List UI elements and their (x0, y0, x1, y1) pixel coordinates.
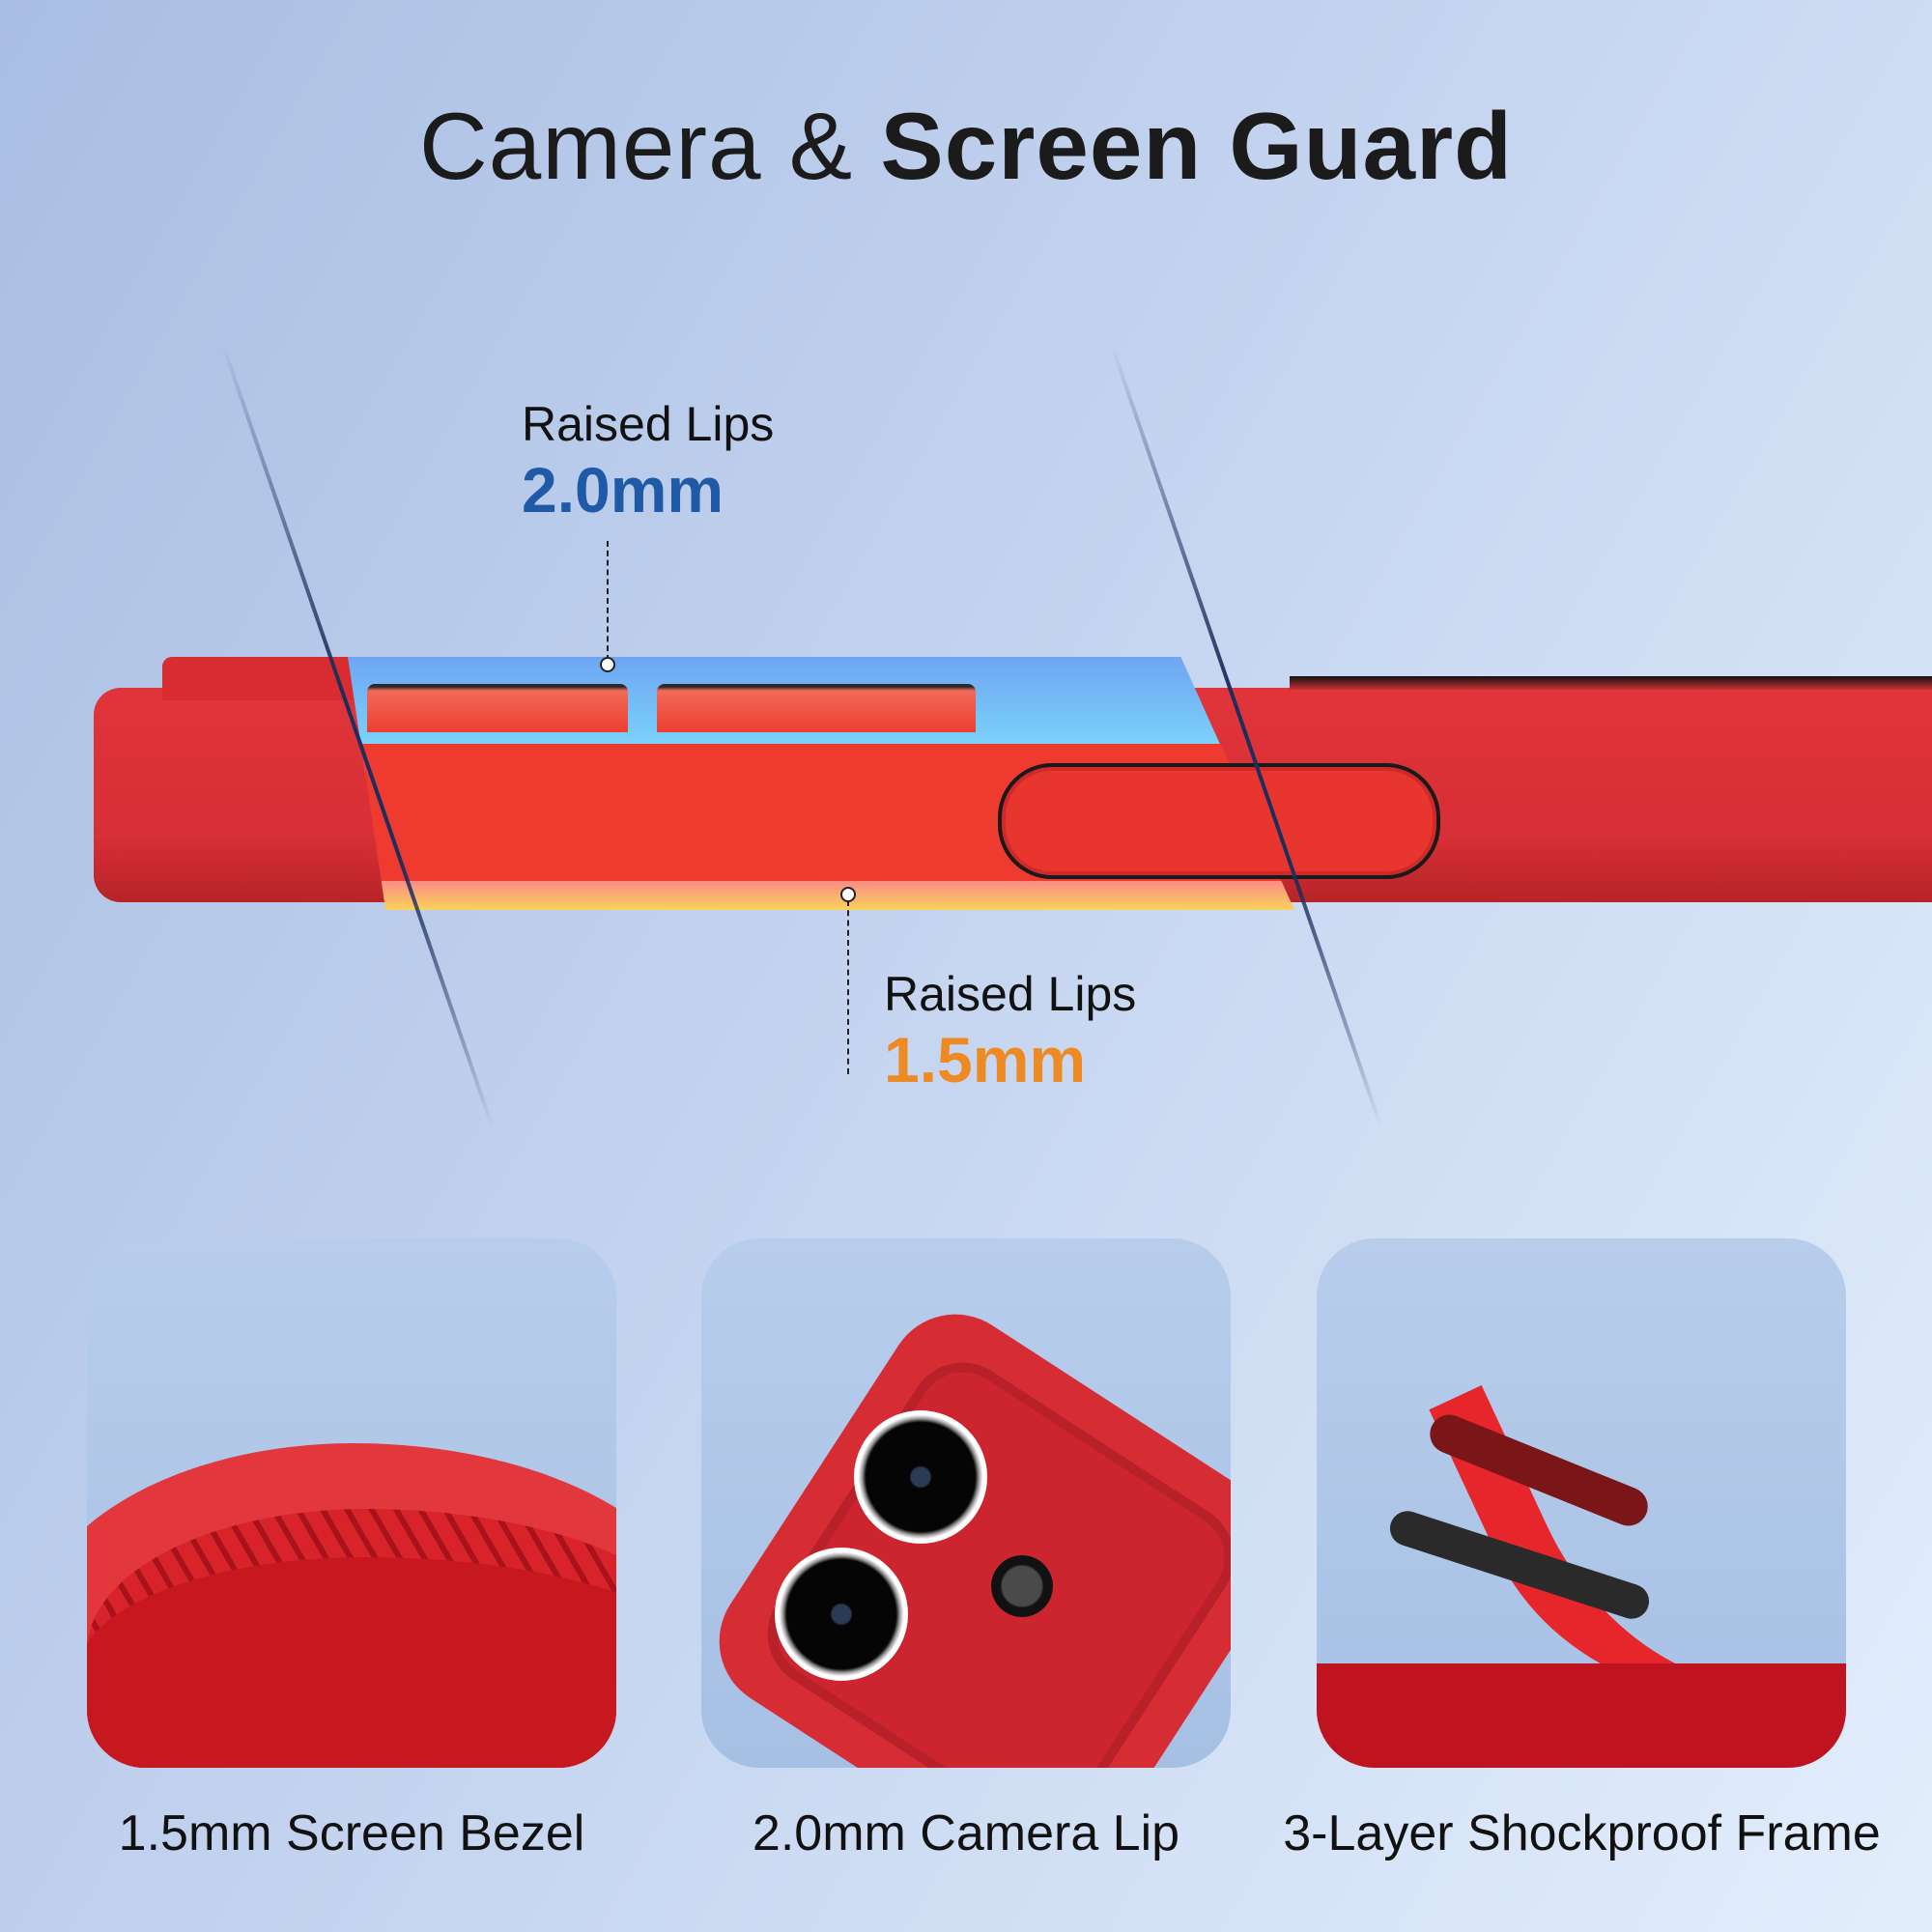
microfiber-lining (87, 1557, 616, 1768)
feature-caption: 2.0mm Camera Lip (752, 1805, 1180, 1861)
title-light: Camera & (418, 93, 881, 199)
camera-callout-leader (607, 541, 609, 661)
camera-callout-dot (600, 657, 615, 672)
microfiber-lining (1317, 1663, 1846, 1768)
flash-icon (991, 1555, 1053, 1617)
camera-lens-icon (854, 1410, 987, 1544)
screen-top-edge (1290, 676, 1932, 690)
cutaway-screen-gap (348, 881, 1294, 910)
lens-profile-icon (657, 684, 976, 732)
feature-card-shockproof (1317, 1238, 1846, 1768)
feature-caption: 3-Layer Shockproof Frame (1283, 1805, 1881, 1861)
screen-lip-callout: Raised Lips 1.5mm (884, 970, 1136, 1092)
screen-callout-leader (847, 900, 849, 1074)
title-bold: Screen Guard (880, 93, 1514, 199)
lens-profile-icon (367, 684, 628, 732)
camera-lip-callout: Raised Lips 2.0mm (522, 400, 774, 522)
feature-card-camera-lip (701, 1238, 1231, 1768)
callout-label: Raised Lips (522, 397, 775, 451)
side-button (998, 763, 1440, 879)
feature-caption: 1.5mm Screen Bezel (118, 1805, 585, 1861)
callout-value: 1.5mm (884, 1024, 1087, 1095)
feature-card-screen-bezel (87, 1238, 616, 1768)
callout-label: Raised Lips (884, 967, 1137, 1021)
page-title: Camera & Screen Guard (0, 92, 1932, 201)
camera-lens-icon (775, 1548, 908, 1681)
callout-value: 2.0mm (522, 454, 724, 526)
